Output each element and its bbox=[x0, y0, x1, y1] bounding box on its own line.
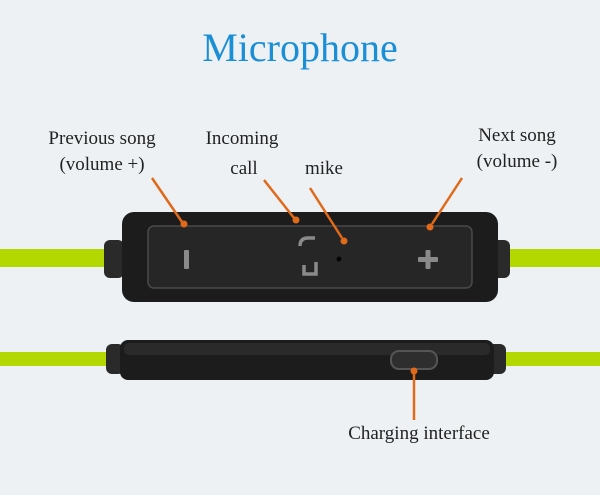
next-song-label: Next song (volume -) bbox=[452, 123, 582, 175]
previous-song-label: Previous song (volume +) bbox=[22, 126, 182, 178]
charging-port-icon bbox=[390, 350, 438, 370]
callout-lines-top bbox=[150, 177, 464, 245]
phone-icon bbox=[298, 236, 318, 276]
end-cap-left-top bbox=[104, 240, 124, 278]
next-song-text: Next song bbox=[478, 125, 556, 146]
mike-label: mike bbox=[305, 158, 343, 179]
plus-icon bbox=[418, 250, 438, 269]
minus-icon bbox=[184, 250, 189, 269]
next-song-subtext: (volume -) bbox=[476, 151, 558, 172]
charging-interface-label: Charging interface bbox=[348, 423, 490, 444]
previous-song-subtext: (volume +) bbox=[59, 154, 145, 175]
call-label: call bbox=[230, 158, 258, 179]
microphone-hole-icon bbox=[336, 256, 342, 262]
page-title: Microphone bbox=[202, 25, 398, 70]
cable-right-top bbox=[506, 249, 600, 267]
remote-face-plate bbox=[147, 225, 473, 289]
incoming-label: Incoming bbox=[205, 128, 279, 149]
cable-left-side bbox=[0, 352, 112, 366]
cable-left-top bbox=[0, 249, 112, 267]
cable-right-side bbox=[500, 352, 600, 366]
callout-line-charging bbox=[410, 367, 418, 420]
previous-song-text: Previous song bbox=[48, 128, 156, 149]
end-cap-left-side bbox=[106, 344, 124, 374]
